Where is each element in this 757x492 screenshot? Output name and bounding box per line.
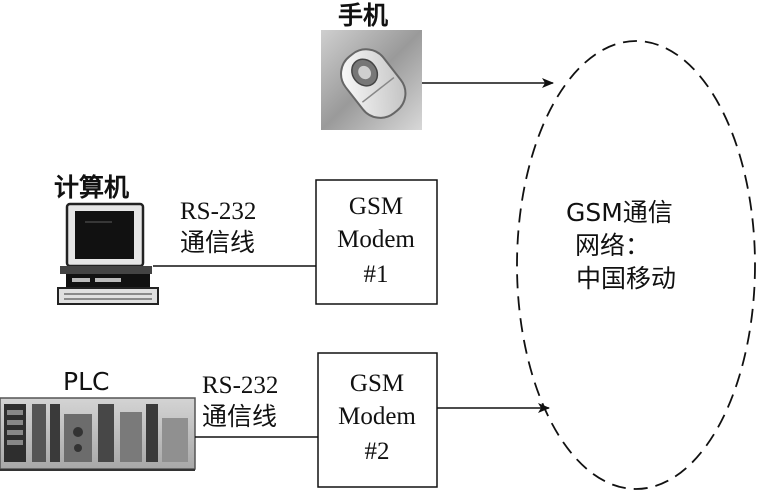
network-line2: 网络： bbox=[575, 231, 650, 260]
modem1-line2: Modem bbox=[337, 226, 415, 253]
gsm-modem-1: GSM Modem #1 bbox=[315, 179, 438, 305]
link2-line2: 通信线 bbox=[202, 402, 277, 431]
modem2-line3: #2 bbox=[365, 438, 390, 465]
network-line3: 中国移动 bbox=[576, 264, 676, 293]
modem1-line3: #1 bbox=[364, 261, 389, 288]
modem2-line1: GSM bbox=[350, 370, 404, 397]
gsm-modem-2: GSM Modem #2 bbox=[317, 352, 438, 488]
link1-line1: RS-232 bbox=[180, 198, 256, 225]
mobile-phone-icon bbox=[321, 30, 422, 130]
link1-line2: 通信线 bbox=[180, 228, 255, 257]
computer-icon bbox=[57, 202, 159, 305]
network-line1: GSM通信 bbox=[566, 198, 673, 227]
link2-line1: RS-232 bbox=[202, 372, 278, 399]
modem1-line1: GSM bbox=[349, 193, 403, 220]
phone-label: 手机 bbox=[338, 1, 388, 30]
plc-device-icon bbox=[0, 397, 196, 471]
gsm-network-cloud: GSM通信 网络： 中国移动 bbox=[516, 40, 756, 490]
modem2-line2: Modem bbox=[338, 403, 416, 430]
computer-label: 计算机 bbox=[54, 173, 129, 202]
plc-label: PLC bbox=[63, 367, 109, 396]
